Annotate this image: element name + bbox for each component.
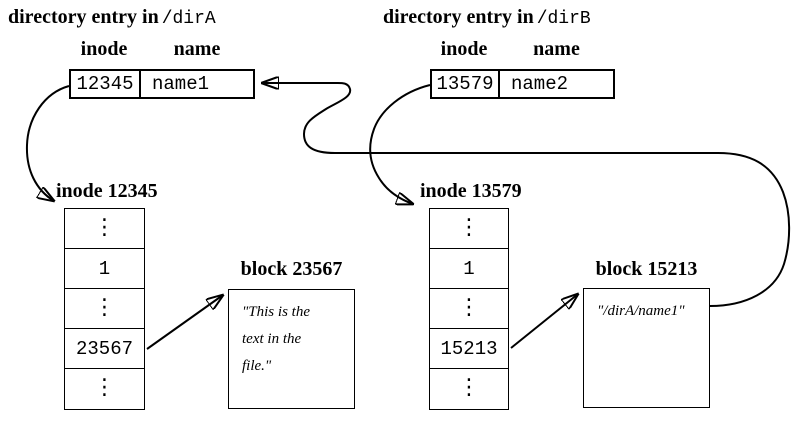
- dirb-inode-header: inode: [440, 38, 488, 60]
- dirb-name-header: name: [533, 38, 580, 60]
- block-23567-line-2: file.": [242, 358, 272, 374]
- block-23567-line-0: "This is the: [242, 304, 310, 320]
- dira-inode-header: inode: [80, 38, 128, 60]
- dirb-entry-inode-value: 13579: [432, 71, 500, 97]
- dira-title-text: directory entry in: [8, 6, 159, 28]
- dirb-title-path: /dirB: [536, 9, 591, 29]
- dirb-entry-table: 13579 name2: [430, 69, 615, 99]
- inode-12345-row-4: ⋮: [93, 375, 116, 400]
- arrow-inode-13579-to-block-15213: [510, 294, 578, 349]
- arrow-inode-12345-to-block-23567: [146, 295, 223, 350]
- block-23567-line-1: text in the: [242, 331, 302, 347]
- inode-12345-row-1: 1: [65, 249, 144, 289]
- inode-12345-row-2: ⋮: [65, 289, 144, 329]
- dirb-entry-name-value: name2: [511, 73, 569, 95]
- inode-13579-row-3: 15213: [430, 329, 508, 369]
- inode-13579-row-0: ⋮: [430, 209, 508, 249]
- block-15213-line-0: "/dirA/name1": [597, 303, 685, 319]
- inode-13579-row-1: 1: [430, 249, 508, 289]
- block-23567-box: "This is the text in the file.": [228, 289, 355, 409]
- dira-entry-table: 12345 name1: [69, 69, 255, 99]
- dira-name-header: name: [173, 38, 221, 60]
- dira-entry-name-value: name1: [152, 73, 210, 95]
- block-15213-box: "/dirA/name1": [583, 288, 710, 408]
- inode-12345-table: ⋮ 1 ⋮ 23567 ⋮: [64, 208, 145, 410]
- dirb-title-text: directory entry in: [383, 6, 534, 28]
- dira-title: directory entry in/dirA: [8, 6, 216, 29]
- dira-entry-inode-value: 12345: [71, 71, 141, 97]
- block-15213-label: block 15213: [595, 258, 698, 280]
- inode-13579-table: ⋮ 1 ⋮ 15213 ⋮: [429, 208, 509, 410]
- inode-12345-label: inode 12345: [56, 180, 158, 202]
- block-23567-label: block 23567: [240, 258, 343, 280]
- dira-title-path: /dirA: [161, 9, 216, 29]
- inode-12345-row-3: 23567: [65, 329, 144, 369]
- inode-13579-row-4: ⋮: [458, 375, 480, 400]
- dirb-title: directory entry in/dirB: [383, 6, 591, 29]
- inode-12345-row-0: ⋮: [65, 209, 144, 249]
- inode-13579-row-2: ⋮: [430, 289, 508, 329]
- inode-13579-label: inode 13579: [420, 180, 522, 202]
